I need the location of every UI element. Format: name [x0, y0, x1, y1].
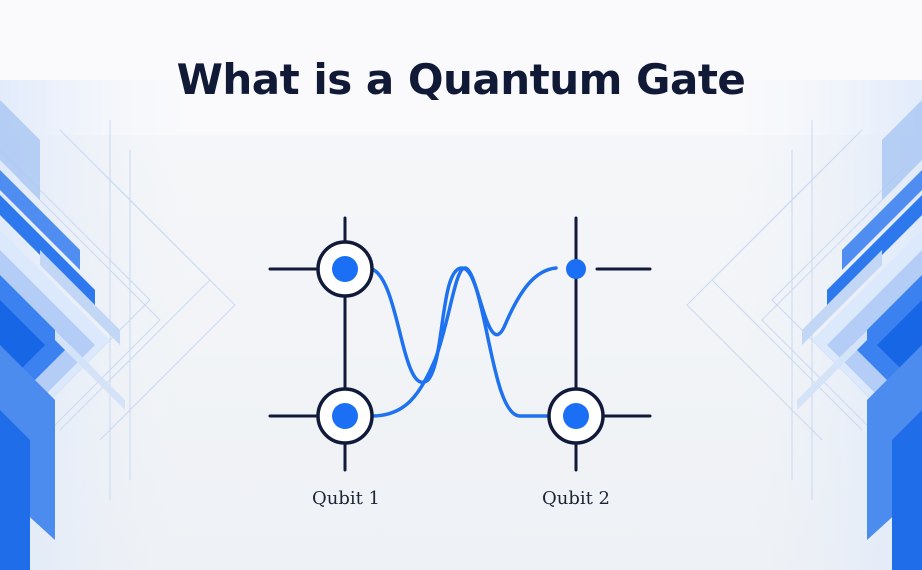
curve-b: [370, 266, 558, 418]
page-title: What is a Quantum Gate: [176, 55, 746, 104]
right-decoration: [686, 100, 922, 570]
left-decoration: [0, 100, 236, 570]
gate-curves: [370, 266, 558, 418]
qubit-2-label: Qubit 2: [541, 488, 611, 509]
qubit-2-control-dot: [566, 259, 586, 279]
qubit-1-bottom-node: [316, 387, 374, 445]
qubit-1-label: Qubit 1: [311, 488, 381, 509]
qubit-2-bottom-node: [547, 387, 605, 445]
curve-a: [370, 266, 550, 418]
qubit-1-top-node: [316, 240, 374, 298]
